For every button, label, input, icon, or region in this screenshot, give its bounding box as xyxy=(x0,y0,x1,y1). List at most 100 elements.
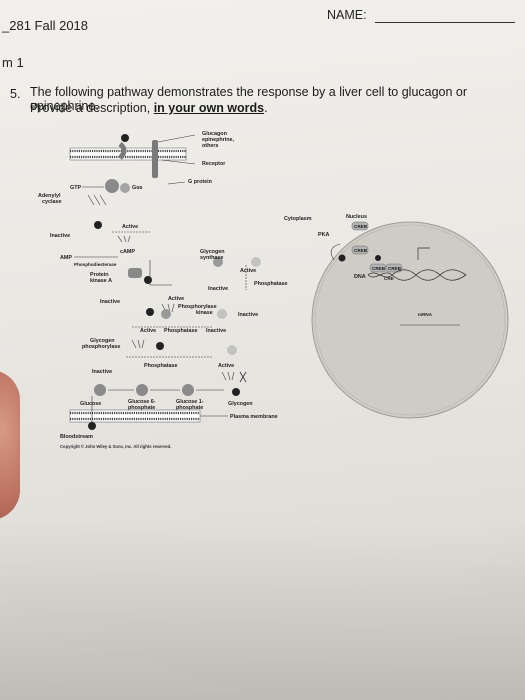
inactive-label-3: Inactive xyxy=(238,312,258,318)
glucagon-pathway-diagram: Glucagon epinephrine, others Receptor G … xyxy=(38,131,509,449)
phosphatase-label-1: Phosphatase xyxy=(254,281,288,287)
phosphorylase-kinase-dot xyxy=(146,308,154,316)
inactive-label-4: Inactive xyxy=(206,328,226,334)
name-label: NAME: xyxy=(327,8,367,22)
exam-label: m 1 xyxy=(2,55,24,70)
inactive-label-2: Inactive xyxy=(208,286,228,292)
plasma-membrane-top xyxy=(69,147,187,161)
inactive-label-1: Inactive xyxy=(50,233,70,239)
hormone-ligand xyxy=(121,134,129,142)
phosphodiesterase-label: Phosphodiesterase xyxy=(74,262,117,267)
receptor-label: Receptor xyxy=(202,161,226,167)
receptor-binding xyxy=(118,142,127,160)
copyright-text: Copyright © John Wiley & Sons, Inc. All … xyxy=(60,444,171,449)
glucose-label: Glucose xyxy=(80,401,101,407)
glucose-1p-molecule xyxy=(182,384,194,396)
pka-arrow xyxy=(149,260,172,286)
hormone-label-3: others xyxy=(202,143,218,149)
glycogen-phosphorylase-label: Glycogen xyxy=(90,338,115,344)
transcription-arrow xyxy=(417,247,430,260)
active-label-2: Active xyxy=(240,268,256,274)
amp-label: AMP xyxy=(60,255,72,261)
active-label-1: Active xyxy=(122,224,138,230)
receptor-shape xyxy=(152,140,158,178)
pka-import-arrow xyxy=(330,243,341,261)
plasma-membrane-label: Plasma membrane xyxy=(230,414,278,420)
cyclase-activity-rays xyxy=(87,194,107,206)
mrna-label: mRNA xyxy=(418,312,433,317)
creb-box-1 xyxy=(351,221,369,231)
question-emphasis: in your own words xyxy=(153,101,265,115)
camp-label: cAMP xyxy=(120,249,135,255)
creb-label-4: CREB xyxy=(388,266,402,271)
phosphatase-label-2: Phosphatase xyxy=(164,328,198,334)
glycogen-synthase-label-2: synthase xyxy=(200,255,223,261)
creb-label-3: CREB xyxy=(372,266,386,271)
glycogen-branch xyxy=(239,371,247,383)
glucose-molecule xyxy=(94,384,106,396)
nucleus-shape xyxy=(311,221,509,419)
dna-strand-2 xyxy=(367,269,467,281)
pka-shape xyxy=(128,268,142,278)
nucleus-label: Nucleus xyxy=(346,214,367,220)
g-alpha-subunit xyxy=(120,183,130,193)
phosphorylase-kinase-label: Phosphorylase xyxy=(178,304,217,310)
hormone-label-2: epinephrine, xyxy=(202,137,235,143)
phosphorylase-kinase-label-2: kinase xyxy=(196,310,213,316)
phosphorylase-dot xyxy=(156,342,164,350)
adenylyl-cyclase-label-2: cyclase xyxy=(42,199,62,205)
glycogen-label: Glycogen xyxy=(228,401,253,407)
receptor-leader xyxy=(161,159,196,165)
creb-phosphate xyxy=(375,255,381,261)
glycogen-phosphorylase-label-2: phosphorylase xyxy=(82,344,120,350)
question-number: 5. xyxy=(10,87,21,101)
active-rays-5 xyxy=(221,371,235,381)
glycogen-dot xyxy=(232,388,240,396)
glucose-export-dot xyxy=(88,422,96,430)
glycogen-synthase-active xyxy=(213,257,223,267)
protein-kinase-a-label: Protein xyxy=(90,272,109,278)
g-protein-label: G protein xyxy=(188,179,212,185)
hormone-leader xyxy=(157,134,196,143)
pka-dot xyxy=(144,276,152,284)
inactive-label-2b: Inactive xyxy=(100,299,120,305)
glucose-6p-label-2: phosphate xyxy=(128,405,155,411)
pka-label: PKA xyxy=(318,232,329,238)
photo-shadow xyxy=(0,520,525,700)
phosphatase-label-3: Phosphatase xyxy=(144,363,178,369)
phosphorylase-inactive xyxy=(227,345,237,355)
finger xyxy=(0,370,20,520)
creb-box-2 xyxy=(351,245,369,255)
question-text-line1: The following pathway demonstrates the r… xyxy=(30,85,468,113)
pka-nuclear-dot xyxy=(338,254,346,262)
cre-label: CRE xyxy=(384,276,394,281)
dna-label: DNA xyxy=(354,274,366,280)
pka-inactive-dot xyxy=(94,221,102,229)
g-protein-shape xyxy=(105,179,119,193)
hormone-label: Glucagon xyxy=(202,131,227,137)
name-blank-line xyxy=(375,22,515,23)
active-rays-1 xyxy=(117,235,131,243)
glucose-1p-label: Glucose 1- xyxy=(176,399,204,405)
phosphorylase-kinase-inactive xyxy=(217,309,227,319)
active-label-5: Active xyxy=(218,363,234,369)
active-label-3: Active xyxy=(168,296,184,302)
glucose-6p-label: Glucose 6- xyxy=(128,399,156,405)
glucose-6p-molecule xyxy=(136,384,148,396)
question-prefix: Provide a description, xyxy=(30,101,154,115)
creb-label-1: CREB xyxy=(354,224,368,229)
phosphorylase-kinase-shape xyxy=(161,309,171,319)
cytoplasm-label: Cytoplasm xyxy=(284,216,312,222)
gtp-label: GTP xyxy=(70,185,81,191)
glycogen-synthase-inactive xyxy=(251,257,261,267)
protein-kinase-a-label-2: kinase A xyxy=(90,278,112,284)
g-protein-leader xyxy=(167,181,186,185)
question-suffix: . xyxy=(264,101,268,115)
course-label: _281 Fall 2018 xyxy=(2,18,89,33)
plasma-membrane-bottom xyxy=(69,409,201,423)
g-alpha-label: Gαs xyxy=(132,185,143,191)
creb-label-2: CREB xyxy=(354,248,368,253)
question-text-line2: Provide a description, in your own words… xyxy=(30,101,510,115)
active-label-4: Active xyxy=(140,328,156,334)
